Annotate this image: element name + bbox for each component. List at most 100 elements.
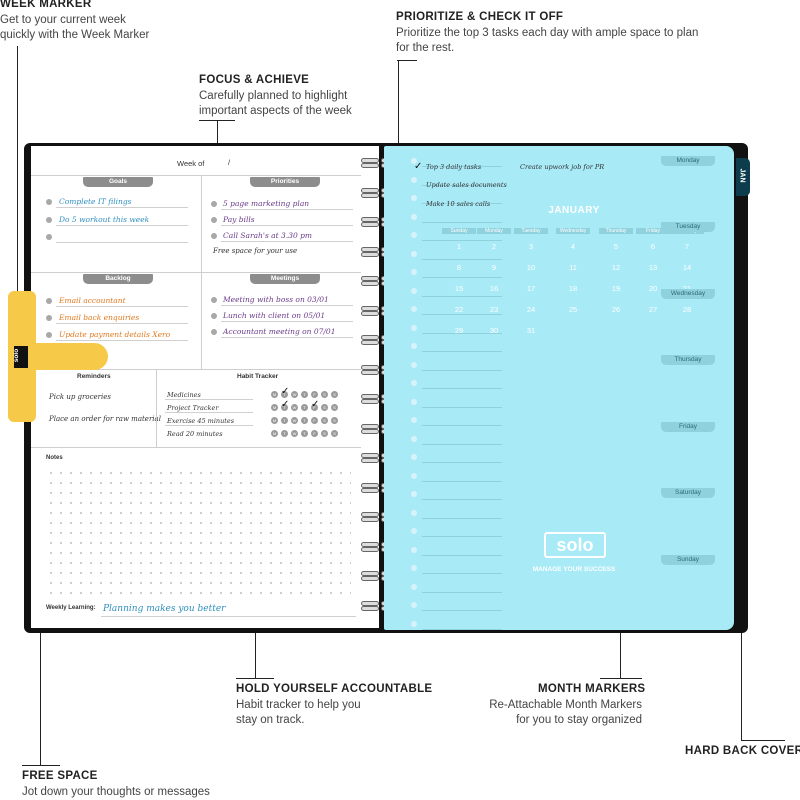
- priority-bullet[interactable]: [211, 217, 217, 223]
- accountable-desc-2: stay on track.: [236, 714, 305, 726]
- habit-day-dot[interactable]: F: [311, 404, 318, 411]
- free-space-desc-1: Jot down your thoughts or messages: [22, 786, 210, 798]
- calendar-weekday: Tuesday: [514, 228, 548, 234]
- day-tab-tuesday[interactable]: Tuesday: [661, 222, 715, 232]
- notes-dot-grid[interactable]: [46, 468, 351, 596]
- backlog-bullet[interactable]: [46, 315, 52, 321]
- habit-day-dot[interactable]: S: [321, 404, 328, 411]
- habit-day-dot[interactable]: S: [321, 430, 328, 437]
- calendar-date[interactable]: 4: [570, 242, 576, 251]
- habit-day-dot[interactable]: S: [321, 391, 328, 398]
- habit-tracker-label: Habit Tracker: [237, 373, 279, 380]
- habit-day-dot[interactable]: T: [281, 430, 288, 437]
- calendar-date[interactable]: 18: [568, 284, 578, 293]
- habit-day-dot[interactable]: T: [281, 404, 288, 411]
- habit-day-dot[interactable]: T: [301, 417, 308, 424]
- writing-line: [422, 517, 502, 519]
- backlog-bullet[interactable]: [46, 298, 52, 304]
- habit-day-dot[interactable]: S: [331, 391, 338, 398]
- meeting-bullet[interactable]: [211, 329, 217, 335]
- punch-hole: [411, 213, 417, 220]
- habit-day-dot[interactable]: T: [301, 404, 308, 411]
- writing-line: [422, 480, 502, 482]
- calendar-date[interactable]: 7: [684, 242, 690, 251]
- writing-line: [422, 369, 502, 371]
- day-tab-friday[interactable]: Friday: [661, 422, 715, 432]
- priority-bullet[interactable]: [211, 201, 217, 207]
- calendar-date[interactable]: 10: [526, 263, 536, 272]
- habit-day-dot[interactable]: S: [331, 430, 338, 437]
- calendar-date[interactable]: 27: [648, 305, 658, 314]
- calendar-date[interactable]: 23: [489, 305, 499, 314]
- habit-day-dot[interactable]: S: [331, 404, 338, 411]
- habit-day-dot[interactable]: S: [331, 417, 338, 424]
- day-tab-saturday[interactable]: Saturday: [661, 488, 715, 498]
- habit-day-dot[interactable]: W: [291, 430, 298, 437]
- calendar-date[interactable]: 21: [672, 284, 702, 293]
- habit-day-dot[interactable]: S: [321, 417, 328, 424]
- habit-day-dot[interactable]: T: [301, 430, 308, 437]
- calendar-date[interactable]: 12: [611, 263, 621, 272]
- calendar-date[interactable]: 13: [648, 263, 658, 272]
- calendar-date[interactable]: 19: [611, 284, 621, 293]
- priority-line: [221, 225, 353, 226]
- goal-bullet[interactable]: [46, 199, 52, 205]
- calendar-date[interactable]: 11: [569, 263, 577, 272]
- calendar-date[interactable]: 15: [454, 284, 464, 293]
- punch-hole: [411, 454, 417, 460]
- marker-logo: solo: [13, 346, 28, 368]
- calendar-month: JANUARY: [548, 205, 600, 216]
- week-marker-tip[interactable]: [30, 343, 108, 370]
- priority-bullet[interactable]: [211, 233, 217, 239]
- calendar-date[interactable]: 1: [456, 242, 462, 251]
- habit-day-dot[interactable]: T: [301, 391, 308, 398]
- habit-day-dot[interactable]: F: [311, 391, 318, 398]
- calendar-date[interactable]: 14: [682, 263, 692, 272]
- goal-bullet[interactable]: [46, 217, 52, 223]
- calendar-date[interactable]: 6: [650, 242, 656, 251]
- month-tab[interactable]: JAN: [736, 158, 750, 196]
- habit-day-dot[interactable]: M: [271, 404, 278, 411]
- habit-day-dot[interactable]: M: [271, 391, 278, 398]
- habit-day-dot[interactable]: M: [271, 417, 278, 424]
- calendar-date[interactable]: 31: [526, 326, 536, 335]
- habit-day-dot[interactable]: W: [291, 391, 298, 398]
- calendar-date[interactable]: 30: [489, 326, 499, 335]
- calendar-date[interactable]: 3: [528, 242, 534, 251]
- calendar-date[interactable]: 2: [491, 242, 497, 251]
- writing-line: [422, 443, 502, 445]
- check-icon[interactable]: ✓: [414, 161, 423, 172]
- calendar-date[interactable]: 29: [454, 326, 464, 335]
- habit-day-dot[interactable]: F: [311, 417, 318, 424]
- day-tab-monday[interactable]: Monday: [661, 156, 715, 166]
- calendar-date[interactable]: 8: [456, 263, 462, 272]
- habit-day-dot[interactable]: T: [281, 417, 288, 424]
- meeting-bullet[interactable]: [211, 313, 217, 319]
- habit-day-dot[interactable]: W: [291, 404, 298, 411]
- calendar-date[interactable]: 20: [648, 284, 658, 293]
- calendar-date[interactable]: 22: [454, 305, 464, 314]
- calendar-date[interactable]: 5: [613, 242, 619, 251]
- habit-day-dot[interactable]: T: [281, 391, 288, 398]
- day-tab-thursday[interactable]: Thursday: [661, 355, 715, 365]
- writing-line: [422, 203, 502, 204]
- habit-day-dot[interactable]: M: [271, 430, 278, 437]
- calendar-date[interactable]: 28: [682, 305, 692, 314]
- calendar-date[interactable]: 25: [568, 305, 578, 314]
- calendar-date[interactable]: 26: [611, 305, 621, 314]
- habit-day-dot[interactable]: W: [291, 417, 298, 424]
- writing-line: [422, 406, 502, 408]
- backlog-line: [56, 323, 188, 324]
- goal-bullet[interactable]: [46, 234, 52, 240]
- calendar-date[interactable]: 17: [526, 284, 536, 293]
- calendar-date[interactable]: 24: [526, 305, 536, 314]
- day-tab-sunday[interactable]: Sunday: [661, 555, 715, 565]
- calendar-date[interactable]: 9: [491, 263, 497, 272]
- day-tab-wednesday[interactable]: Wednesday: [661, 289, 715, 299]
- week-marker-title: WEEK MARKER: [0, 0, 92, 10]
- habit-day-dot[interactable]: F: [311, 430, 318, 437]
- backlog-bullet[interactable]: [46, 332, 52, 338]
- meeting-bullet[interactable]: [211, 297, 217, 303]
- divider: [31, 369, 361, 370]
- calendar-date[interactable]: 16: [489, 284, 499, 293]
